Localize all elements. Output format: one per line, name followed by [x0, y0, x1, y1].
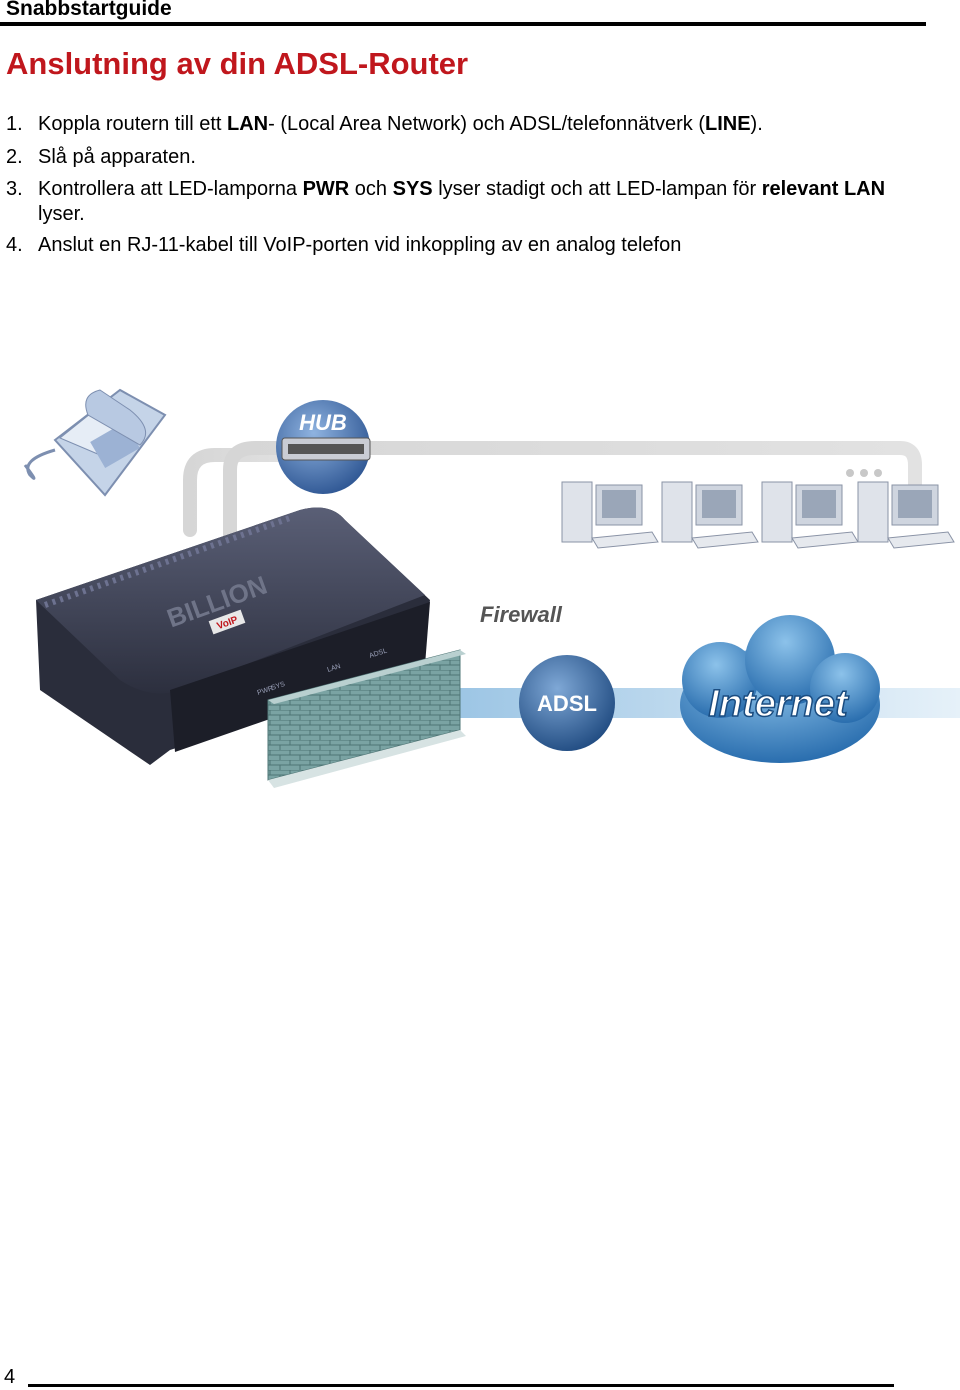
- adsl-icon: ADSL: [519, 655, 615, 751]
- step-number: 3.: [6, 178, 23, 200]
- step-text: Slå på apparaten.: [38, 145, 196, 170]
- step-number: 1.: [6, 113, 23, 135]
- step-3-part-1: PWR: [302, 178, 350, 200]
- router-icon: BILLION VoIP PWR SYS LAN ADSL: [36, 507, 430, 765]
- firewall-icon: Firewall: [267, 602, 563, 788]
- step-1-part-2: - (Local Area Network) och ADSL/telefonn…: [268, 113, 705, 135]
- pc-icon: [661, 481, 759, 549]
- more-dots: [846, 469, 882, 477]
- step-1-part-1: LAN: [227, 113, 269, 135]
- step-text: Kontrollera att LED-lamporna PWR och SYS…: [38, 177, 918, 227]
- router-port-label: PWR: [256, 685, 274, 697]
- step-3-part-3: SYS: [392, 178, 433, 200]
- header-rule: [0, 22, 926, 26]
- step-text: Koppla routern till ett LAN- (Local Area…: [38, 112, 763, 137]
- step-3-part-5: relevant LAN: [761, 178, 886, 200]
- page-number: 4: [4, 1366, 16, 1388]
- step-4: 4. Anslut en RJ-11-kabel till VoIP-porte…: [6, 233, 681, 258]
- step-3-part-0: Kontrollera att LED-lamporna: [38, 178, 303, 200]
- step-text: Anslut en RJ-11-kabel till VoIP-porten v…: [38, 233, 681, 258]
- step-4-part-0: Anslut en RJ-11-kabel till VoIP-porten v…: [38, 234, 682, 256]
- step-number: 4.: [6, 234, 23, 256]
- pc-icon-group: [561, 481, 955, 549]
- page-heading: Anslutning av din ADSL-Router: [6, 46, 469, 81]
- step-3-part-4: lyser stadigt och att LED-lampan för: [432, 178, 762, 200]
- footer-rule: [28, 1384, 894, 1387]
- step-number: 2.: [6, 146, 23, 168]
- step-1-part-4: ).: [750, 113, 763, 135]
- step-1-part-3: LINE: [704, 113, 751, 135]
- firewall-label: Firewall: [480, 602, 563, 627]
- network-diagram: HUB BILLION VoIP PWR SYS LAN ADSL Firewa…: [23, 388, 960, 788]
- step-2-part-0: Slå på apparaten.: [38, 146, 196, 168]
- step-3: 3. Kontrollera att LED-lamporna PWR och …: [6, 177, 918, 227]
- pc-icon: [761, 481, 859, 549]
- hub-icon: HUB: [276, 400, 371, 494]
- pc-icon: [561, 481, 659, 549]
- hub-label: HUB: [299, 410, 347, 435]
- cable-lan-bus: [223, 441, 922, 547]
- pc-icon: [857, 481, 955, 549]
- step-1: 1. Koppla routern till ett LAN- (Local A…: [6, 112, 763, 137]
- step-3-part-2: och: [349, 178, 393, 200]
- internet-cloud-icon: Internet: [680, 615, 880, 763]
- cable-phone: [183, 448, 307, 537]
- step-3-part-6: lyser.: [38, 203, 85, 225]
- step-2: 2. Slå på apparaten.: [6, 145, 196, 170]
- cables: [183, 441, 922, 547]
- step-1-part-0: Koppla routern till ett: [38, 113, 227, 135]
- router-port-label: SYS: [270, 681, 286, 692]
- telephone-icon: [23, 388, 167, 497]
- header-title: Snabbstartguide: [6, 0, 172, 20]
- adsl-label: ADSL: [537, 691, 597, 716]
- internet-label: Internet: [708, 683, 849, 725]
- router-port-label: LAN: [326, 663, 341, 674]
